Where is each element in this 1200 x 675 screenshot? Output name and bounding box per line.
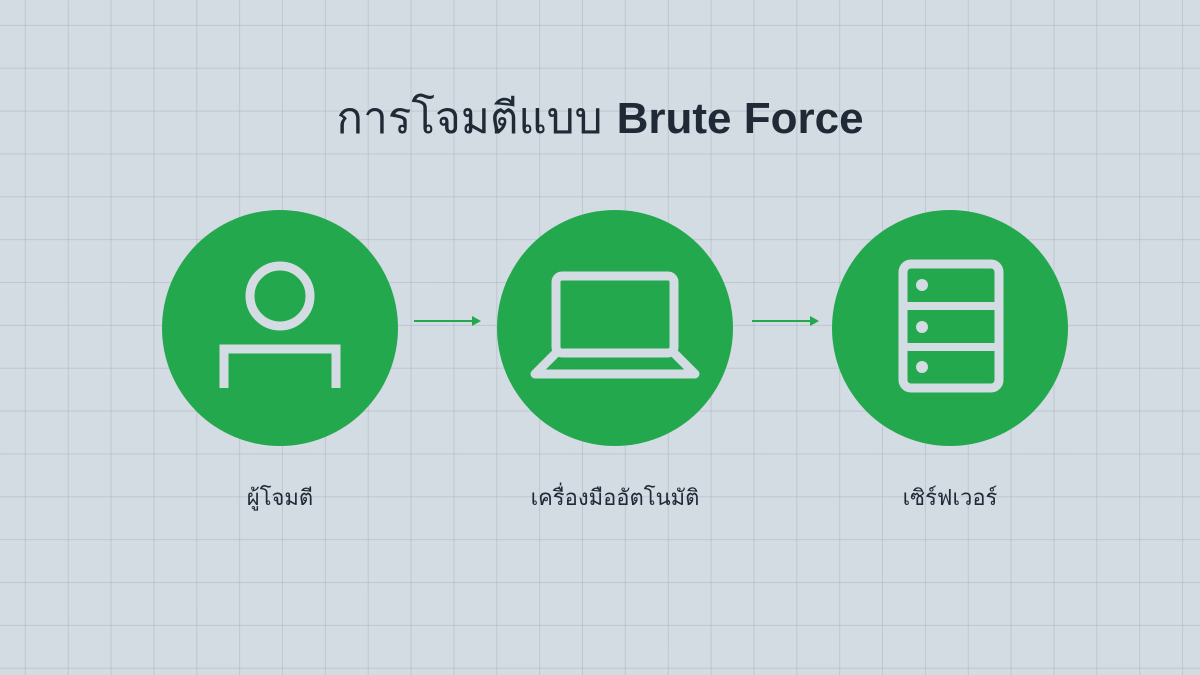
attacker-node [162,210,398,446]
user-icon [219,261,341,388]
attacker-label: ผู้โจมตี [246,486,314,511]
title-thai: การโจมตีแบบ [336,93,603,144]
server-node [832,210,1068,446]
title-latin: Brute Force [616,94,864,143]
arrow-tool-to-server [752,316,819,326]
arrow-attacker-to-tool [414,316,481,326]
tool-node [497,210,733,446]
tool-label: เครื่องมืออัตโนมัติ [530,486,700,511]
laptop-icon [530,271,700,379]
server-label: เซิร์ฟเวอร์ [902,486,998,511]
server-icon [898,259,1004,393]
diagram-title: การโจมตีแบบ Brute Force [0,92,1200,146]
